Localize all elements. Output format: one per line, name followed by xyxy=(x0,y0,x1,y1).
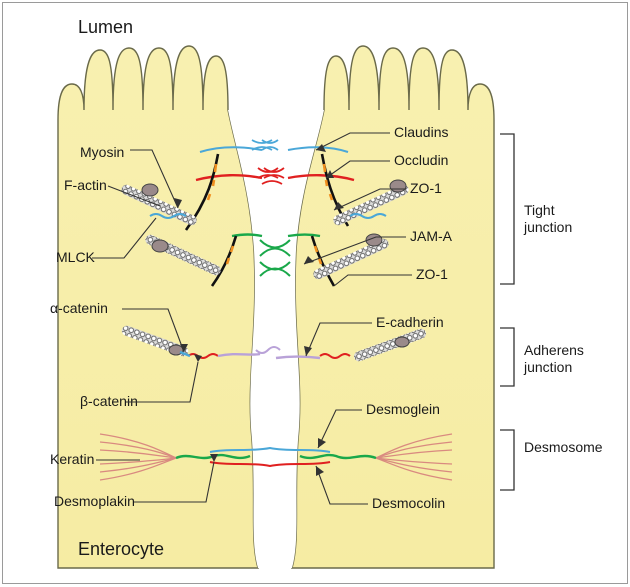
adherens-junction-label-1: Adherens xyxy=(524,342,584,358)
tight-junction-label-1: Tight xyxy=(524,202,555,218)
claudins-label: Claudins xyxy=(394,124,448,140)
keratin-label: Keratin xyxy=(50,451,94,467)
occludin-label: Occludin xyxy=(394,152,448,168)
f-actin-label: F-actin xyxy=(64,177,107,193)
desmosome-bracket xyxy=(500,430,514,490)
e-cadherin-label: E-cadherin xyxy=(376,314,444,330)
beta-catenin-label: β-catenin xyxy=(80,393,138,409)
zo1-top-label: ZO-1 xyxy=(410,180,442,196)
adherens-junction-label-2: junction xyxy=(523,359,572,375)
zo1-bottom-label: ZO-1 xyxy=(416,266,448,282)
right-cell xyxy=(292,46,494,568)
desmoglein-label: Desmoglein xyxy=(366,401,440,417)
jam-a-label: JAM-A xyxy=(410,228,453,244)
adherens-junction-bracket xyxy=(500,328,514,386)
lumen-label: Lumen xyxy=(78,17,133,37)
enterocyte-label: Enterocyte xyxy=(78,539,164,559)
mlck-label: MLCK xyxy=(56,249,96,265)
desmoplakin-label: Desmoplakin xyxy=(54,493,135,509)
alpha-catenin-label: α-catenin xyxy=(50,300,108,316)
myosin-label: Myosin xyxy=(80,144,124,160)
tight-junction-label-2: junction xyxy=(523,219,572,235)
tight-junction-bracket xyxy=(500,134,514,284)
desmocolin-label: Desmocolin xyxy=(372,495,445,511)
desmosome-label: Desmosome xyxy=(524,439,603,455)
